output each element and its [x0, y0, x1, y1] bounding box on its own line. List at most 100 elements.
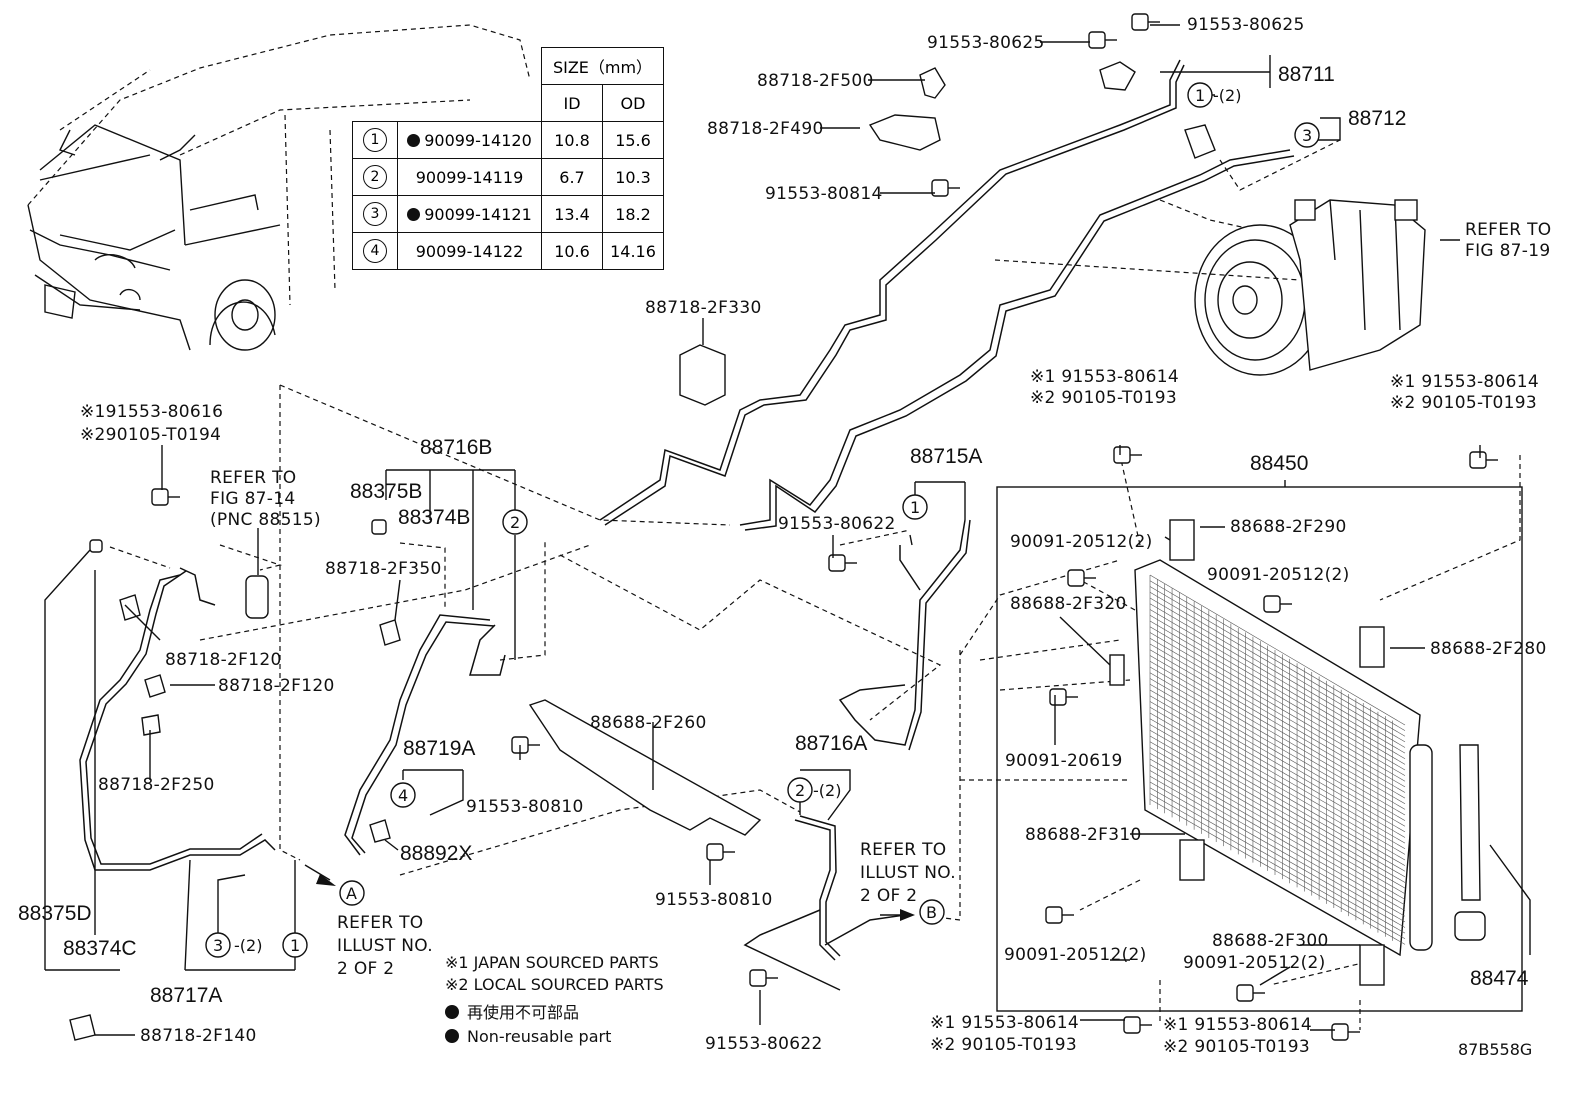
- label-88719A: 88719A: [403, 737, 475, 760]
- bolt-icon: [1263, 595, 1281, 613]
- table-row: 2 90099-14119 6.7 10.3: [352, 158, 664, 196]
- size-od: 15.6: [602, 121, 664, 159]
- label-88715A: 88715A: [910, 445, 982, 468]
- part-labels: 91553-80625 91553-80625 88711 88712 -(2)…: [18, 15, 1551, 1059]
- table-row: 3 90099-14121 13.4 18.2: [352, 195, 664, 233]
- label-note-b1-2: ※2 90105-T0193: [930, 1035, 1077, 1055]
- size-id: 6.7: [541, 158, 603, 196]
- part-no: 90099-14122: [415, 241, 524, 261]
- label-88711: 88711: [1278, 63, 1335, 86]
- label-90091-20512-a: 90091-20512(2): [1010, 532, 1153, 552]
- bolt-icon: [1236, 984, 1254, 1002]
- callout-1: 1: [1195, 86, 1205, 105]
- legend-dot-2: [445, 1029, 459, 1043]
- condenser: [996, 486, 1523, 1012]
- label-note-c2-2: ※2 90105-T0193: [1390, 393, 1537, 413]
- size-od: 18.2: [602, 195, 664, 233]
- label-88718-2F120-b: 88718-2F120: [218, 676, 335, 696]
- label-88716A: 88716A: [795, 732, 867, 755]
- bolt-icon: [1331, 1023, 1349, 1041]
- label-88712: 88712: [1348, 107, 1406, 130]
- callout-4: 4: [398, 786, 408, 805]
- label-90091-20512-d: 90091-20512(2): [1183, 953, 1326, 973]
- label-note-c1-2: ※2 90105-T0193: [1030, 388, 1177, 408]
- table-row: 4 90099-14122 10.6 14.16: [352, 232, 664, 270]
- callout-2: 2: [795, 781, 805, 800]
- bolt-icon: [1469, 451, 1487, 469]
- ref-circle-a: A: [346, 884, 357, 903]
- size-id: 10.8: [541, 121, 603, 159]
- label-88688-2F320: 88688-2F320: [1010, 594, 1127, 614]
- label-refer-a-1: REFER TO: [337, 913, 423, 933]
- bolt-icon: [151, 488, 169, 506]
- label-91553-80625-b: 91553-80625: [1187, 15, 1305, 35]
- label-refer-a-2: ILLUST NO.: [337, 936, 433, 956]
- row-no: 2: [363, 165, 387, 189]
- small-parts: [69, 61, 1216, 1041]
- label-88688-2F300: 88688-2F300: [1212, 931, 1329, 951]
- non-reusable-icon: [407, 133, 421, 147]
- label-88718-2F250: 88718-2F250: [98, 775, 215, 795]
- bolt-icon: [1045, 906, 1063, 924]
- label-88450: 88450: [1250, 452, 1308, 475]
- solid-leaders: [44, 24, 1531, 1036]
- label-refer-87-14-c: (PNC 88515): [210, 510, 321, 530]
- part-no: 90099-14121: [424, 204, 532, 224]
- label-refer-b-3: 2 OF 2: [860, 886, 917, 906]
- label-88718-2F330: 88718-2F330: [645, 298, 762, 318]
- label-88688-2F280: 88688-2F280: [1430, 639, 1547, 659]
- callout-1: 1: [910, 498, 920, 517]
- row-no: 3: [363, 202, 387, 226]
- size-id: 13.4: [541, 195, 603, 233]
- bolt-icon: [1049, 688, 1067, 706]
- label-refer-87-19-b: FIG 87-19: [1465, 241, 1550, 261]
- label-91553-80622-a: 91553-80622: [778, 514, 896, 534]
- bolt-icon: [828, 554, 846, 572]
- non-reusable-icon: [407, 207, 421, 221]
- callout-2: 2: [510, 513, 520, 532]
- part-no: 90099-14120: [424, 130, 532, 150]
- direction-arrows: [304, 864, 915, 921]
- legend-dot-1: [445, 1005, 459, 1019]
- label-refer-b-1: REFER TO: [860, 840, 946, 860]
- label-note-b1-1: ※1 91553-80614: [930, 1013, 1079, 1033]
- oring-size-table: SIZE（mm） ID OD 1 90099-14120 10.8 15.6 2…: [352, 47, 664, 270]
- label-88688-2F260: 88688-2F260: [590, 713, 707, 733]
- label-88374C: 88374C: [63, 937, 137, 960]
- size-id: 10.6: [541, 232, 603, 270]
- label-90091-20512-c: 90091-20512(2): [1004, 945, 1147, 965]
- refrigerant-pipes: [79, 59, 1295, 991]
- bolt-icon: [1067, 569, 1085, 587]
- callout-circles: 1 3 2 1 4 2 3 1 A B: [205, 82, 1320, 958]
- callout-3: 3: [1302, 126, 1312, 145]
- col-id-header: ID: [541, 84, 603, 122]
- label-88375B: 88375B: [350, 480, 422, 503]
- label-ring-1-qty: -(2): [1213, 86, 1241, 105]
- label-refer-87-19-a: REFER TO: [1465, 220, 1551, 240]
- label-90091-20512-b: 90091-20512(2): [1207, 565, 1350, 585]
- bolt-icon: [1088, 31, 1106, 49]
- label-note-c2-1: ※1 91553-80614: [1390, 372, 1539, 392]
- label-note-b2-2: ※2 90105-T0193: [1163, 1037, 1310, 1057]
- legend-japan: ※1 JAPAN SOURCED PARTS: [445, 953, 659, 972]
- label-ring-2-qty: -(2): [813, 781, 841, 800]
- label-88375D: 88375D: [18, 902, 92, 925]
- label-88374B: 88374B: [398, 506, 470, 529]
- col-od-header: OD: [602, 84, 664, 122]
- figure-code: 87B558G: [1458, 1040, 1532, 1059]
- callout-3: 3: [213, 936, 223, 955]
- label-refer-b-2: ILLUST NO.: [860, 863, 956, 883]
- label-note-c1-1: ※1 91553-80614: [1030, 367, 1179, 387]
- label-88716B: 88716B: [420, 436, 492, 459]
- label-refer-87-14-a: REFER TO: [210, 468, 296, 488]
- label-91553-80810-a: 91553-80810: [466, 797, 584, 817]
- label-88717A: 88717A: [150, 984, 222, 1007]
- label-88718-2F500: 88718-2F500: [757, 71, 874, 91]
- row-no: 1: [363, 128, 387, 152]
- table-row: 1 90099-14120 10.8 15.6: [352, 121, 664, 159]
- label-refer-a-3: 2 OF 2: [337, 959, 394, 979]
- label-90091-20619: 90091-20619: [1005, 751, 1123, 771]
- label-note-l-2: ※290105-T0194: [80, 425, 221, 445]
- label-88474: 88474: [1470, 967, 1529, 990]
